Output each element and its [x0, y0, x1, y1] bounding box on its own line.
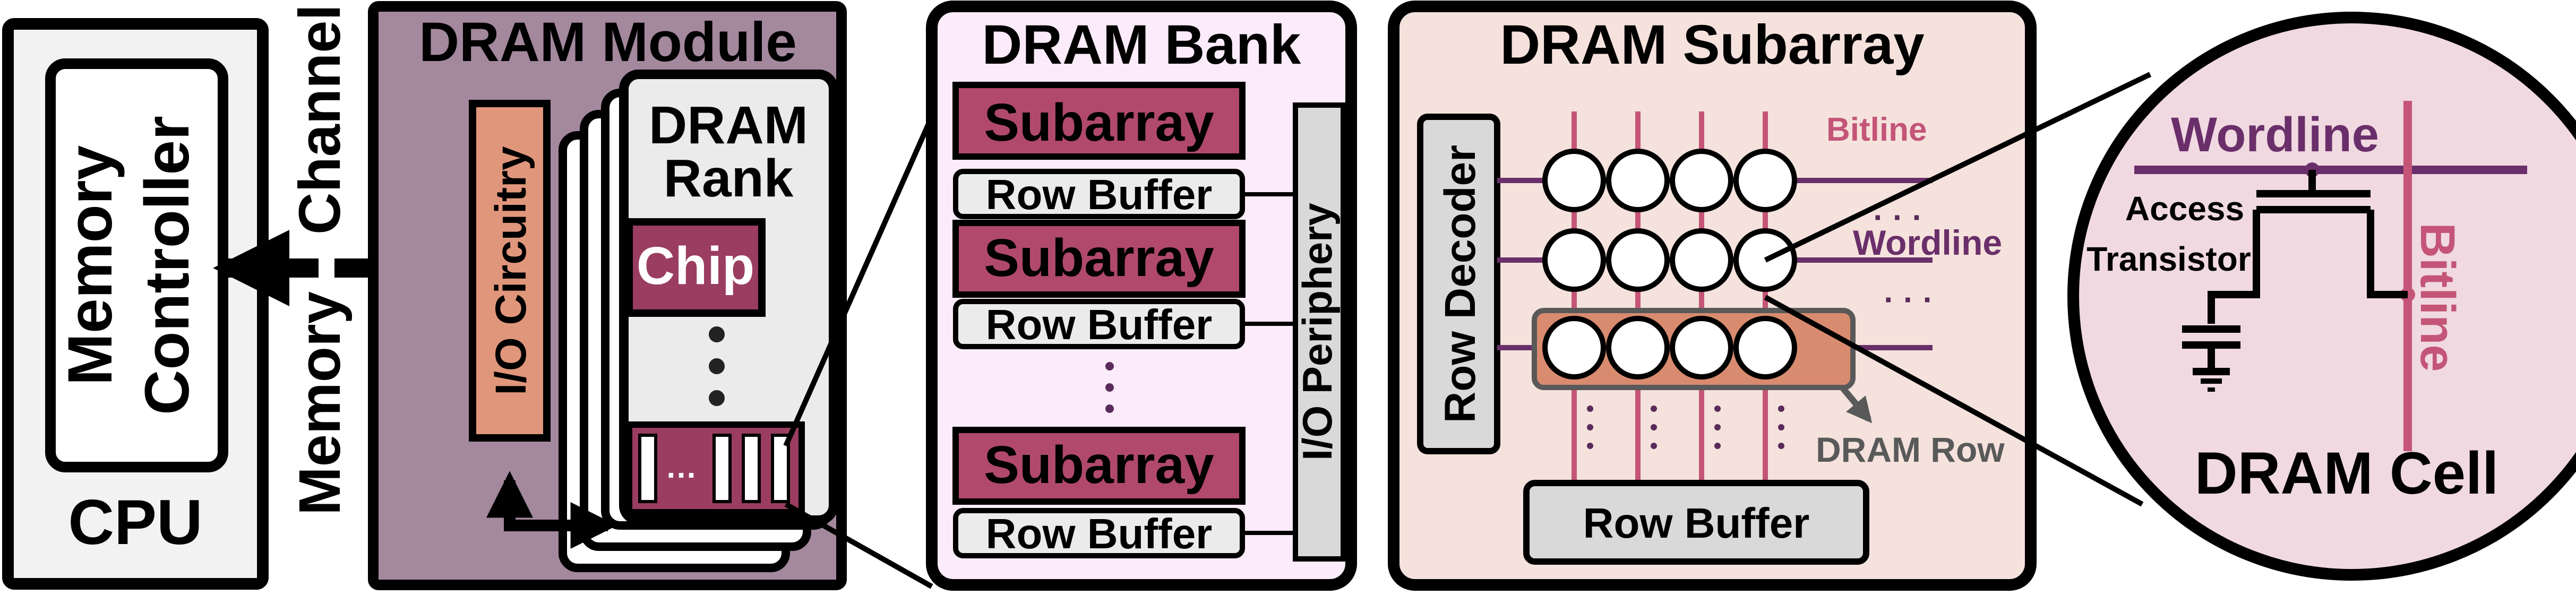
chip-array-dots: … — [665, 449, 697, 485]
chip: Chip — [629, 222, 762, 313]
access-label: Access — [2125, 189, 2244, 228]
chip-array: … — [629, 425, 802, 512]
dram-cell-panel: Wordline Bitline Access Transistor DRAM … — [2073, 18, 2576, 575]
transistor-label: Transistor — [2086, 240, 2251, 278]
cpu-panel: Memory Controller CPU — [8, 24, 263, 584]
subarray-block-label: Subarray — [984, 228, 1214, 288]
dram-cell-title: DRAM Cell — [2195, 440, 2498, 506]
chip-label: Chip — [637, 236, 754, 296]
rank-stack: DRAM Rank Chip … — [563, 74, 834, 568]
cpu-label: CPU — [68, 487, 202, 558]
subarray-ellipsis-2: · · · — [1884, 282, 1933, 317]
subarray-block-label: Subarray — [984, 93, 1214, 152]
dram-bank-title: DRAM Bank — [982, 14, 1301, 76]
row-decoder: Row Decoder — [1420, 117, 1497, 451]
subarray-bitline-label: Bitline — [1826, 111, 1927, 148]
channel-label-line1: Memory — [287, 291, 353, 515]
rank-label-line2: Rank — [664, 149, 794, 208]
chip-vertical-dots-icon — [709, 326, 725, 406]
dram-subarray-title: DRAM Subarray — [1500, 14, 1924, 76]
dram-module-panel: DRAM Module I/O Circuitry DRAM Rank Chip — [373, 6, 842, 585]
memory-controller-label-line1: Memory — [55, 145, 125, 385]
rank-label-line1: DRAM — [649, 96, 808, 155]
cell-bitline-label: Bitline — [2410, 222, 2465, 372]
bank-row-buffer-label: Row Buffer — [986, 171, 1213, 218]
row-decoder-label: Row Decoder — [1436, 145, 1484, 423]
io-circuitry-label: I/O Circuitry — [487, 146, 535, 395]
subarray-block-label: Subarray — [984, 435, 1214, 495]
subarray-row-buffer-label: Row Buffer — [1583, 499, 1810, 547]
io-periphery-label: I/O Periphery — [1294, 203, 1341, 461]
subarray-wordline-label: Wordline — [1853, 223, 2002, 262]
memory-controller-label-line2: Controller — [132, 116, 202, 415]
channel-label-line2: Channel — [287, 4, 353, 235]
dram-subarray-panel: DRAM Subarray Row Decoder — [1394, 6, 2031, 585]
memory-controller: Memory Controller — [50, 64, 223, 467]
bank-row-buffer-label: Row Buffer — [986, 510, 1213, 557]
dram-bank-panel: DRAM Bank Subarray Row Buffer Subarray R… — [932, 6, 1351, 585]
dram-module-title: DRAM Module — [419, 11, 797, 73]
bank-row-buffer-label: Row Buffer — [986, 301, 1213, 348]
dram-row-label: DRAM Row — [1816, 430, 2005, 469]
io-circuitry: I/O Circuitry — [473, 104, 547, 438]
cell-wordline-label: Wordline — [2171, 108, 2379, 162]
subarray-row-buffer: Row Buffer — [1526, 483, 1866, 562]
io-periphery: I/O Periphery — [1294, 105, 1343, 559]
